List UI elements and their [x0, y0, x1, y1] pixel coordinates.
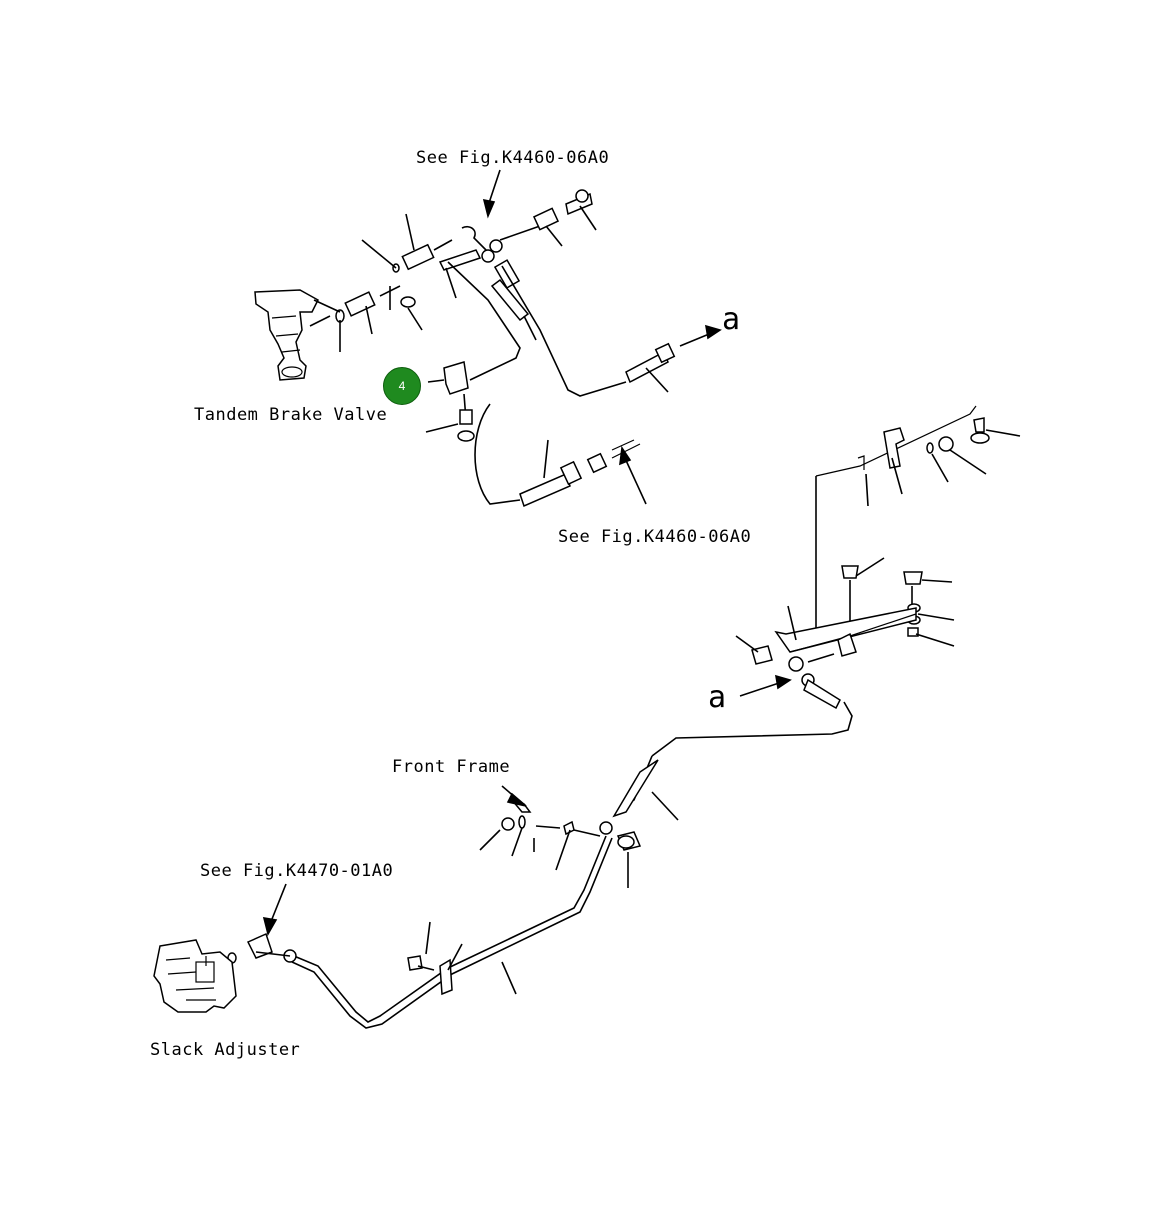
- leader-lines-top: [313, 205, 669, 479]
- tandem-brake-valve-drawing: [254, 289, 319, 381]
- front-frame-label: Front Frame: [392, 757, 511, 777]
- part-hotspot-4[interactable]: 4: [383, 367, 421, 405]
- see-fig-label-top: See Fig.K4460-06A0: [416, 148, 610, 168]
- slack-adjuster-drawing: [153, 939, 237, 1013]
- leader-lines-lower: [425, 827, 629, 995]
- see-fig-label-bottom: See Fig.K4470-01A0: [200, 861, 394, 881]
- arrow-see-fig-mid: [619, 445, 647, 505]
- arrow-a-top: [679, 324, 722, 347]
- arrow-a-mid: [739, 674, 792, 697]
- see-fig-label-mid: See Fig.K4460-06A0: [558, 527, 752, 547]
- slack-adjuster-label: Slack Adjuster: [150, 1040, 301, 1060]
- upper-fittings: [309, 189, 676, 508]
- right-fittings: [612, 405, 990, 818]
- arrow-front-frame: [501, 785, 527, 807]
- callout-a-mid: a: [708, 680, 727, 715]
- arrow-see-fig-bottom: [262, 883, 287, 937]
- tandem-brake-valve-label: Tandem Brake Valve: [194, 405, 388, 425]
- callout-a-top: a: [722, 302, 741, 337]
- arrow-see-fig-top: [482, 169, 501, 219]
- lower-fittings: [227, 798, 642, 1029]
- leader-lines-right: [651, 429, 1021, 821]
